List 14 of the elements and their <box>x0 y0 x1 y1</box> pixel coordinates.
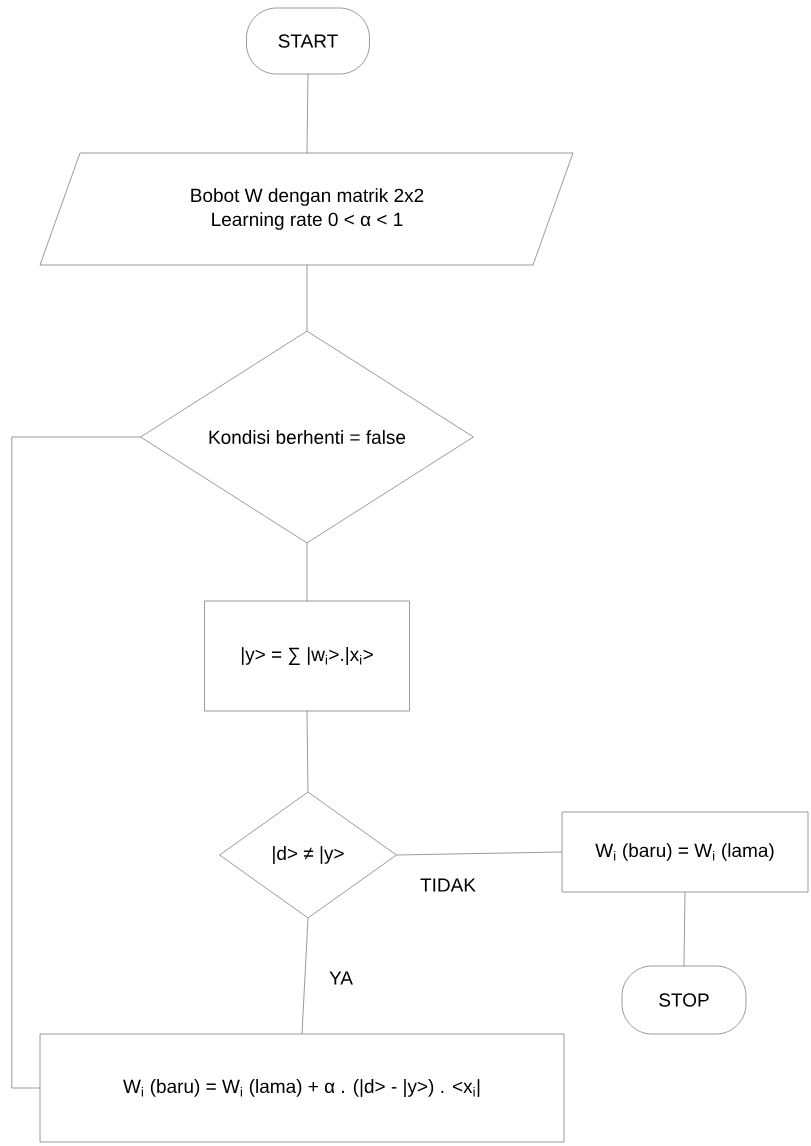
connector-line <box>306 74 309 153</box>
connector-line <box>11 436 141 1089</box>
edge-label: YA <box>328 970 354 986</box>
process-box: W$_{i}$ (baru) = W$_{i}$ (lama) <box>561 811 809 893</box>
connector-line <box>306 711 309 792</box>
process-box: |y> = ∑ |w$_{i}$>.|x$_{i}$> <box>204 600 410 712</box>
input-parallelogram: Bobot W dengan matrik 2x2 Learning rate 0 < α < 1 <box>39 152 574 266</box>
edge-label: TIDAK <box>419 877 477 893</box>
connector-line <box>306 543 308 601</box>
process-box: W$_{i}$ (baru) = W$_{i}$ (lama) + α . (|d> - |y>) . <x$_{i}$| <box>39 1033 565 1143</box>
connector-line <box>683 892 686 966</box>
connector-line <box>301 918 309 1034</box>
connector-line <box>396 851 562 856</box>
connector-line <box>306 265 308 331</box>
